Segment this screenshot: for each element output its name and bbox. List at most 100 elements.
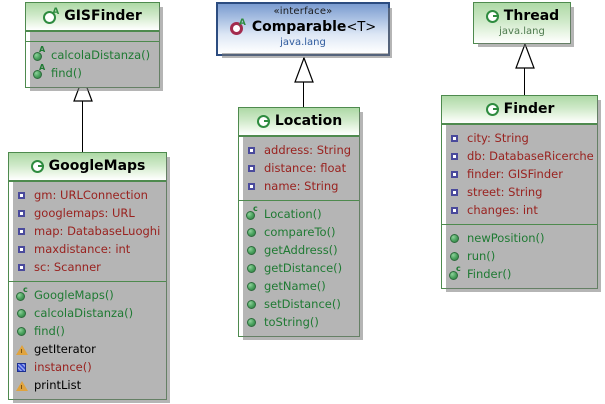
methods-compartment-location: Location() compareTo() getAddress() getD…	[239, 200, 359, 336]
private-attribute-icon	[245, 179, 259, 193]
class-icon	[30, 159, 45, 174]
attribute-row[interactable]: maxdistance: int	[9, 240, 166, 258]
class-name-thread: Thread	[503, 8, 560, 24]
attribute-row[interactable]: sc: Scanner	[9, 258, 166, 276]
method-icon	[245, 315, 259, 329]
method-label: calcolaDistanza()	[34, 306, 134, 320]
attribute-label: distance: float	[264, 161, 347, 175]
abstract-method-icon	[32, 45, 46, 62]
attribute-label: finder: GISFinder	[467, 167, 563, 181]
method-row[interactable]: Finder()	[442, 264, 597, 283]
attribute-row[interactable]: address: String	[239, 141, 359, 159]
method-icon	[245, 261, 259, 275]
abstract-method-icon	[32, 63, 46, 80]
method-label: Location()	[264, 207, 322, 221]
attribute-row[interactable]: city: String	[442, 129, 597, 147]
attribute-label: city: String	[467, 131, 529, 145]
method-row[interactable]: run()	[442, 247, 597, 265]
class-box-gisfinder[interactable]: GISFinder calcolaDistanza() find()	[25, 2, 163, 91]
interface-icon	[229, 18, 248, 36]
class-header-finder: Finder	[442, 96, 597, 124]
attributes-compartment-finder: city: String db: DatabaseRicerche finder…	[442, 124, 597, 224]
attribute-label: gm: URLConnection	[34, 188, 148, 202]
private-attribute-icon	[15, 224, 29, 238]
method-row[interactable]: compareTo()	[239, 223, 359, 241]
method-row[interactable]: find()	[9, 322, 166, 340]
private-attribute-icon	[448, 149, 462, 163]
realization-arrowhead-comparable	[294, 57, 314, 83]
package-label: java.lang	[280, 37, 326, 48]
method-icon	[245, 225, 259, 239]
method-row[interactable]: getName()	[239, 277, 359, 295]
class-box-location[interactable]: Location address: String distance: float…	[238, 107, 363, 340]
attributes-compartment-googlemaps: gm: URLConnection googlemaps: URL map: D…	[9, 181, 166, 281]
warning-icon	[15, 342, 29, 356]
method-icon	[245, 243, 259, 257]
method-label: Finder()	[467, 267, 512, 281]
method-icon	[15, 306, 29, 320]
class-name-location: Location	[274, 113, 343, 129]
generalization-line-finder-thread	[524, 44, 525, 95]
attribute-row[interactable]: db: DatabaseRicerche	[442, 147, 597, 165]
private-attribute-icon	[15, 260, 29, 274]
method-label: newPosition()	[467, 231, 545, 245]
method-row[interactable]: calcolaDistanza()	[26, 45, 159, 64]
attribute-row[interactable]: map: DatabaseLuoghi	[9, 222, 166, 240]
class-header-thread: Thread java.lang	[474, 3, 570, 43]
constructor-icon	[448, 264, 462, 281]
private-attribute-icon	[448, 167, 462, 181]
method-label: compareTo()	[264, 225, 336, 239]
method-label: GoogleMaps()	[34, 288, 114, 302]
class-box-finder[interactable]: Finder city: String db: DatabaseRicerche…	[441, 95, 601, 292]
attribute-row[interactable]: gm: URLConnection	[9, 186, 166, 204]
method-label: find()	[34, 324, 65, 338]
abstract-class-icon	[43, 7, 60, 24]
attribute-row[interactable]: changes: int	[442, 201, 597, 219]
generalization-line-googlemaps-gisfinder	[82, 78, 83, 152]
method-label: printList	[34, 378, 82, 392]
method-row[interactable]: setDistance()	[239, 295, 359, 313]
warning-icon	[15, 378, 29, 392]
class-box-thread[interactable]: Thread java.lang	[473, 2, 574, 47]
method-row[interactable]: find()	[26, 63, 159, 82]
attribute-row[interactable]: distance: float	[239, 159, 359, 177]
attribute-label: db: DatabaseRicerche	[467, 149, 594, 163]
method-label: getIterator	[34, 342, 96, 356]
package-label: java.lang	[499, 26, 545, 37]
class-name-googlemaps: GoogleMaps	[48, 158, 146, 174]
attribute-row[interactable]: finder: GISFinder	[442, 165, 597, 183]
class-box-googlemaps[interactable]: GoogleMaps gm: URLConnection googlemaps:…	[8, 152, 170, 403]
methods-compartment-googlemaps: GoogleMaps() calcolaDistanza() find() ge…	[9, 281, 166, 399]
method-row[interactable]: calcolaDistanza()	[9, 304, 166, 322]
interface-header-comparable: «interface» Comparable<T> java.lang	[218, 4, 388, 53]
generic-parameter: <T>	[346, 20, 377, 35]
method-row[interactable]: printList	[9, 376, 166, 394]
attribute-row[interactable]: street: String	[442, 183, 597, 201]
method-row[interactable]: instance()	[9, 358, 166, 376]
attribute-row[interactable]: name: String	[239, 177, 359, 195]
private-attribute-icon	[245, 161, 259, 175]
method-row[interactable]: getAddress()	[239, 241, 359, 259]
box-shadow	[446, 100, 601, 292]
box-shadow	[243, 112, 363, 340]
attribute-label: map: DatabaseLuoghi	[34, 224, 161, 238]
method-row[interactable]: Location()	[239, 204, 359, 223]
method-label: find()	[51, 66, 82, 80]
method-row[interactable]: newPosition()	[442, 229, 597, 247]
method-label: getName()	[264, 279, 326, 293]
attribute-label: address: String	[264, 143, 352, 157]
class-icon	[256, 114, 271, 129]
class-header-gisfinder: GISFinder	[26, 3, 159, 31]
private-attribute-icon	[15, 242, 29, 256]
method-row[interactable]: getDistance()	[239, 259, 359, 277]
interface-name-comparable: Comparable	[251, 19, 347, 35]
method-row[interactable]: toString()	[239, 313, 359, 331]
method-label: run()	[467, 249, 496, 263]
method-row[interactable]: GoogleMaps()	[9, 285, 166, 304]
method-row[interactable]: getIterator	[9, 340, 166, 358]
private-attribute-icon	[448, 131, 462, 145]
attribute-row[interactable]: googlemaps: URL	[9, 204, 166, 222]
stereotype-label: «interface»	[273, 6, 333, 17]
interface-box-comparable[interactable]: «interface» Comparable<T> java.lang	[216, 2, 392, 58]
private-attribute-icon	[15, 206, 29, 220]
